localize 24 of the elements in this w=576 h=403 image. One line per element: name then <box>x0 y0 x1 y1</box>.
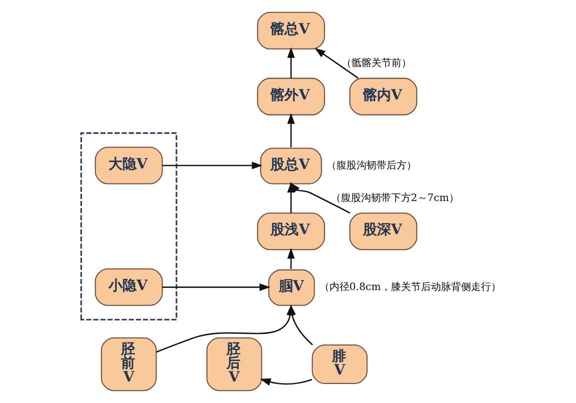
node-box: 胫前V <box>100 337 156 392</box>
edge-label: （腹股沟韧带下方2～7cm） <box>330 192 459 204</box>
node-box: 股深V <box>348 212 417 250</box>
node-box: 小隐V <box>94 268 162 306</box>
arrow <box>259 378 312 386</box>
node-box: 胫后V <box>206 337 262 392</box>
arrow <box>314 48 358 79</box>
arrow <box>286 248 294 269</box>
node-box: 股浅V <box>256 212 324 250</box>
arrow <box>286 47 294 78</box>
node-box: 髂内V <box>348 78 417 116</box>
arrow <box>288 304 312 346</box>
arrow <box>289 182 350 214</box>
node-box: 大隐V <box>94 146 162 184</box>
node-label: （内径0.8cm，膝关节后动脉背侧走行） <box>318 282 500 294</box>
cluster <box>80 132 177 320</box>
node-box: 髂外V <box>256 78 324 116</box>
edge-label: （骶髂关节前） <box>341 58 412 70</box>
node-label: （腹股沟韧带后方） <box>326 160 416 172</box>
node-box: 腓V <box>311 344 368 384</box>
arrow <box>162 162 262 170</box>
arrow <box>286 113 294 148</box>
node-box: 髂总V <box>256 12 324 50</box>
arrow <box>162 283 270 291</box>
